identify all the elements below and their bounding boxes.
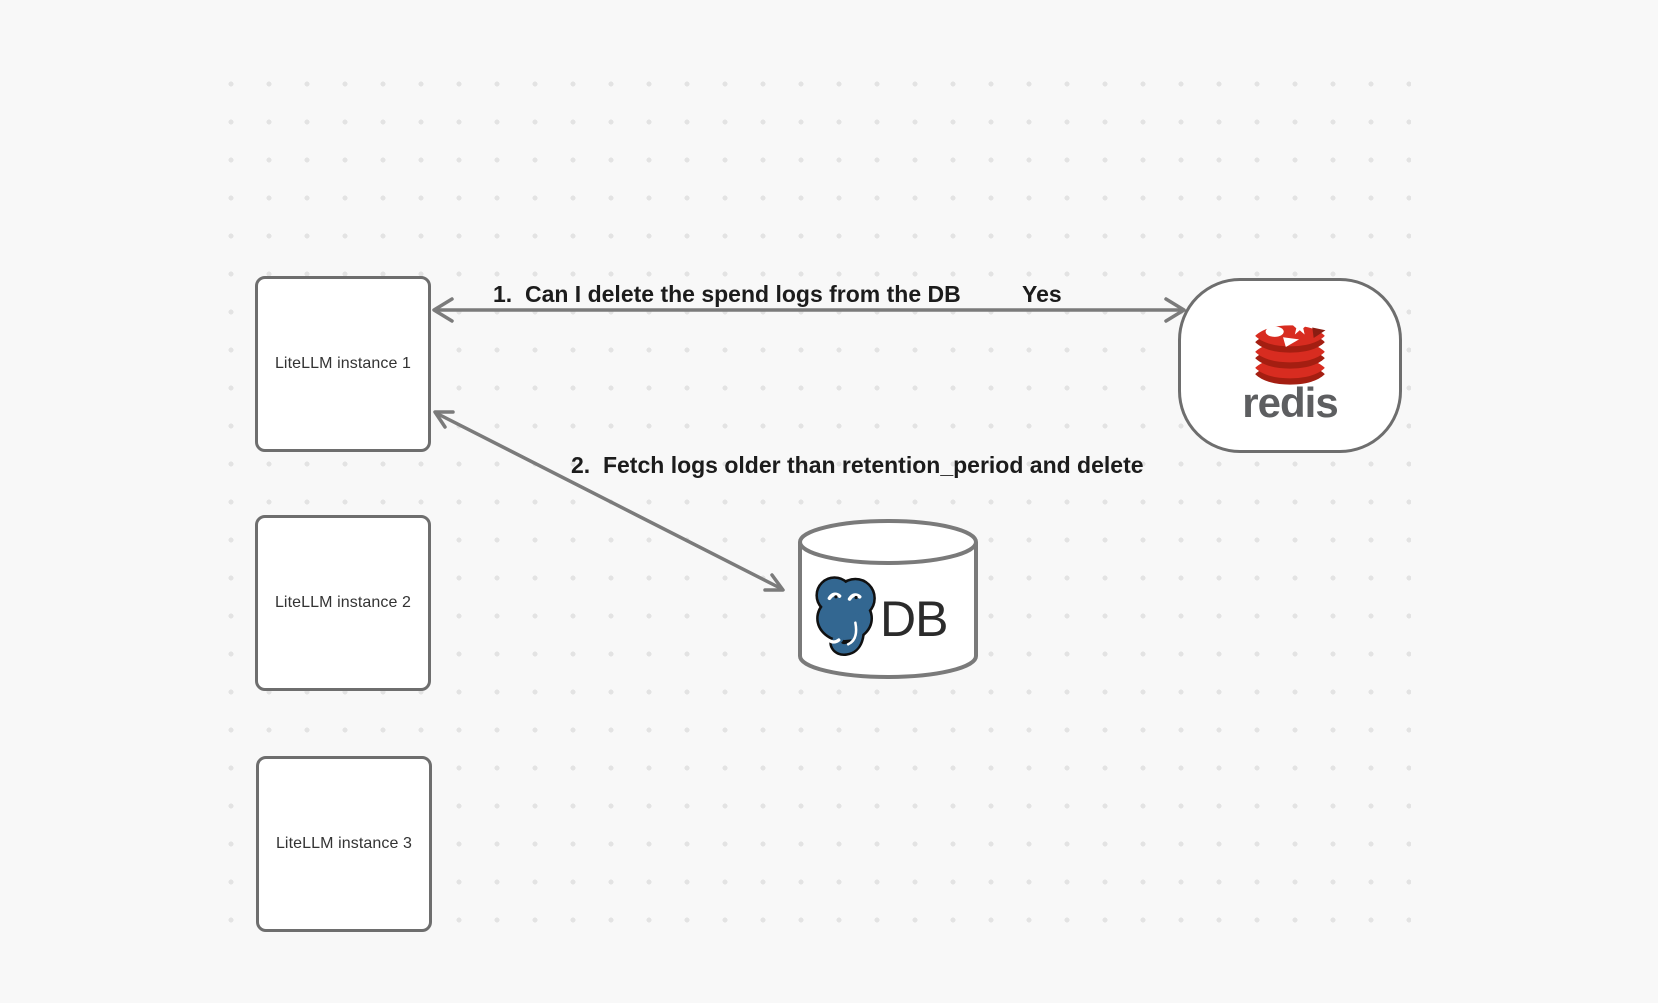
node-litellm-instance-2[interactable]: LiteLLM instance 2 (255, 515, 431, 691)
node-database[interactable]: DB (796, 517, 980, 685)
edge1-label[interactable]: 1. Can I delete the spend logs from the … (493, 281, 961, 307)
arrow-spend-log-question[interactable] (432, 297, 1186, 323)
edge2-label[interactable]: 2. Fetch logs older than retention_perio… (571, 452, 1144, 478)
node-redis[interactable]: redis (1178, 278, 1402, 453)
node-litellm-instance-1[interactable]: LiteLLM instance 1 (255, 276, 431, 452)
db-label: DB (880, 591, 948, 647)
edge1-response-label[interactable]: Yes (1022, 281, 1062, 307)
node-litellm-instance-1-label: LiteLLM instance 1 (274, 355, 412, 372)
node-litellm-instance-2-label: LiteLLM instance 2 (274, 594, 412, 611)
node-litellm-instance-3-label: LiteLLM instance 3 (275, 835, 413, 852)
arrow-fetch-delete[interactable] (433, 410, 785, 592)
redis-logo-icon (1255, 317, 1326, 385)
redis-wordmark: redis (1242, 378, 1338, 426)
node-litellm-instance-3[interactable]: LiteLLM instance 3 (256, 756, 432, 932)
postgresql-elephant-icon (815, 576, 876, 656)
